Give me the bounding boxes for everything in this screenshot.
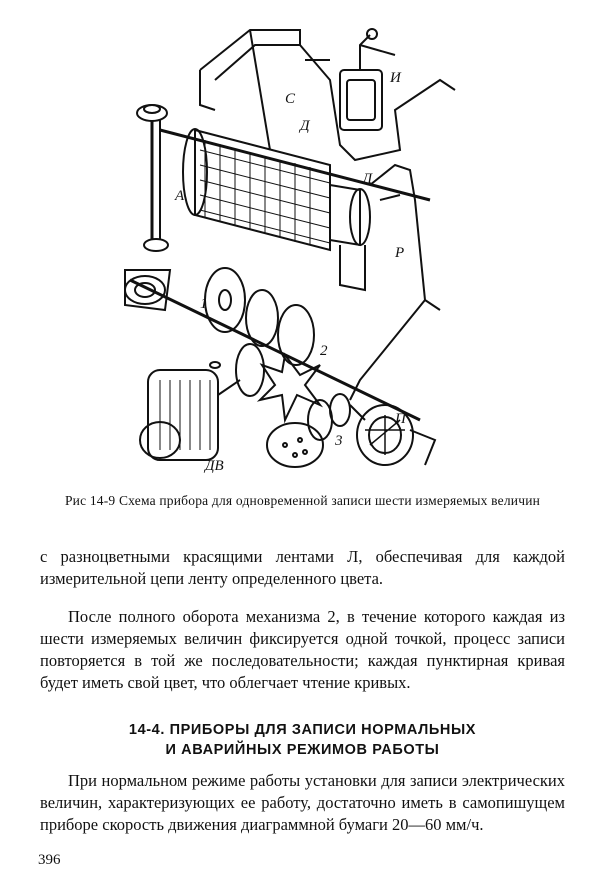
label-l: Л — [361, 171, 373, 187]
label-s: С — [285, 91, 296, 107]
section-heading-line-2: И АВАРИЙНЫХ РЕЖИМОВ РАБОТЫ — [165, 742, 440, 758]
instrument-schematic-figure: И С Д Л А Р 1 2 3 П ДВ — [124, 28, 456, 474]
label-dv: ДВ — [203, 458, 224, 474]
paragraph-1: с разноцветными красящими лентами Л, обе… — [40, 547, 565, 588]
label-3: 3 — [334, 433, 343, 449]
label-d: Д — [298, 118, 311, 134]
label-p: П — [394, 411, 407, 427]
page-number: 396 — [38, 852, 61, 868]
paragraph-3: При нормальном режиме работы установки д… — [40, 771, 565, 834]
label-a: А — [174, 188, 185, 204]
label-1: 1 — [200, 296, 208, 312]
label-i: И — [389, 70, 402, 86]
label-r: Р — [394, 245, 404, 261]
label-2: 2 — [320, 343, 328, 359]
paragraph-2: После полного оборота механизма 2, в теч… — [40, 607, 565, 692]
figure-caption: Рис 14-9 Схема прибора для одновременной… — [64, 493, 541, 508]
section-heading-line-1: 14-4. ПРИБОРЫ ДЛЯ ЗАПИСИ НОРМАЛЬНЫХ — [128, 722, 477, 738]
